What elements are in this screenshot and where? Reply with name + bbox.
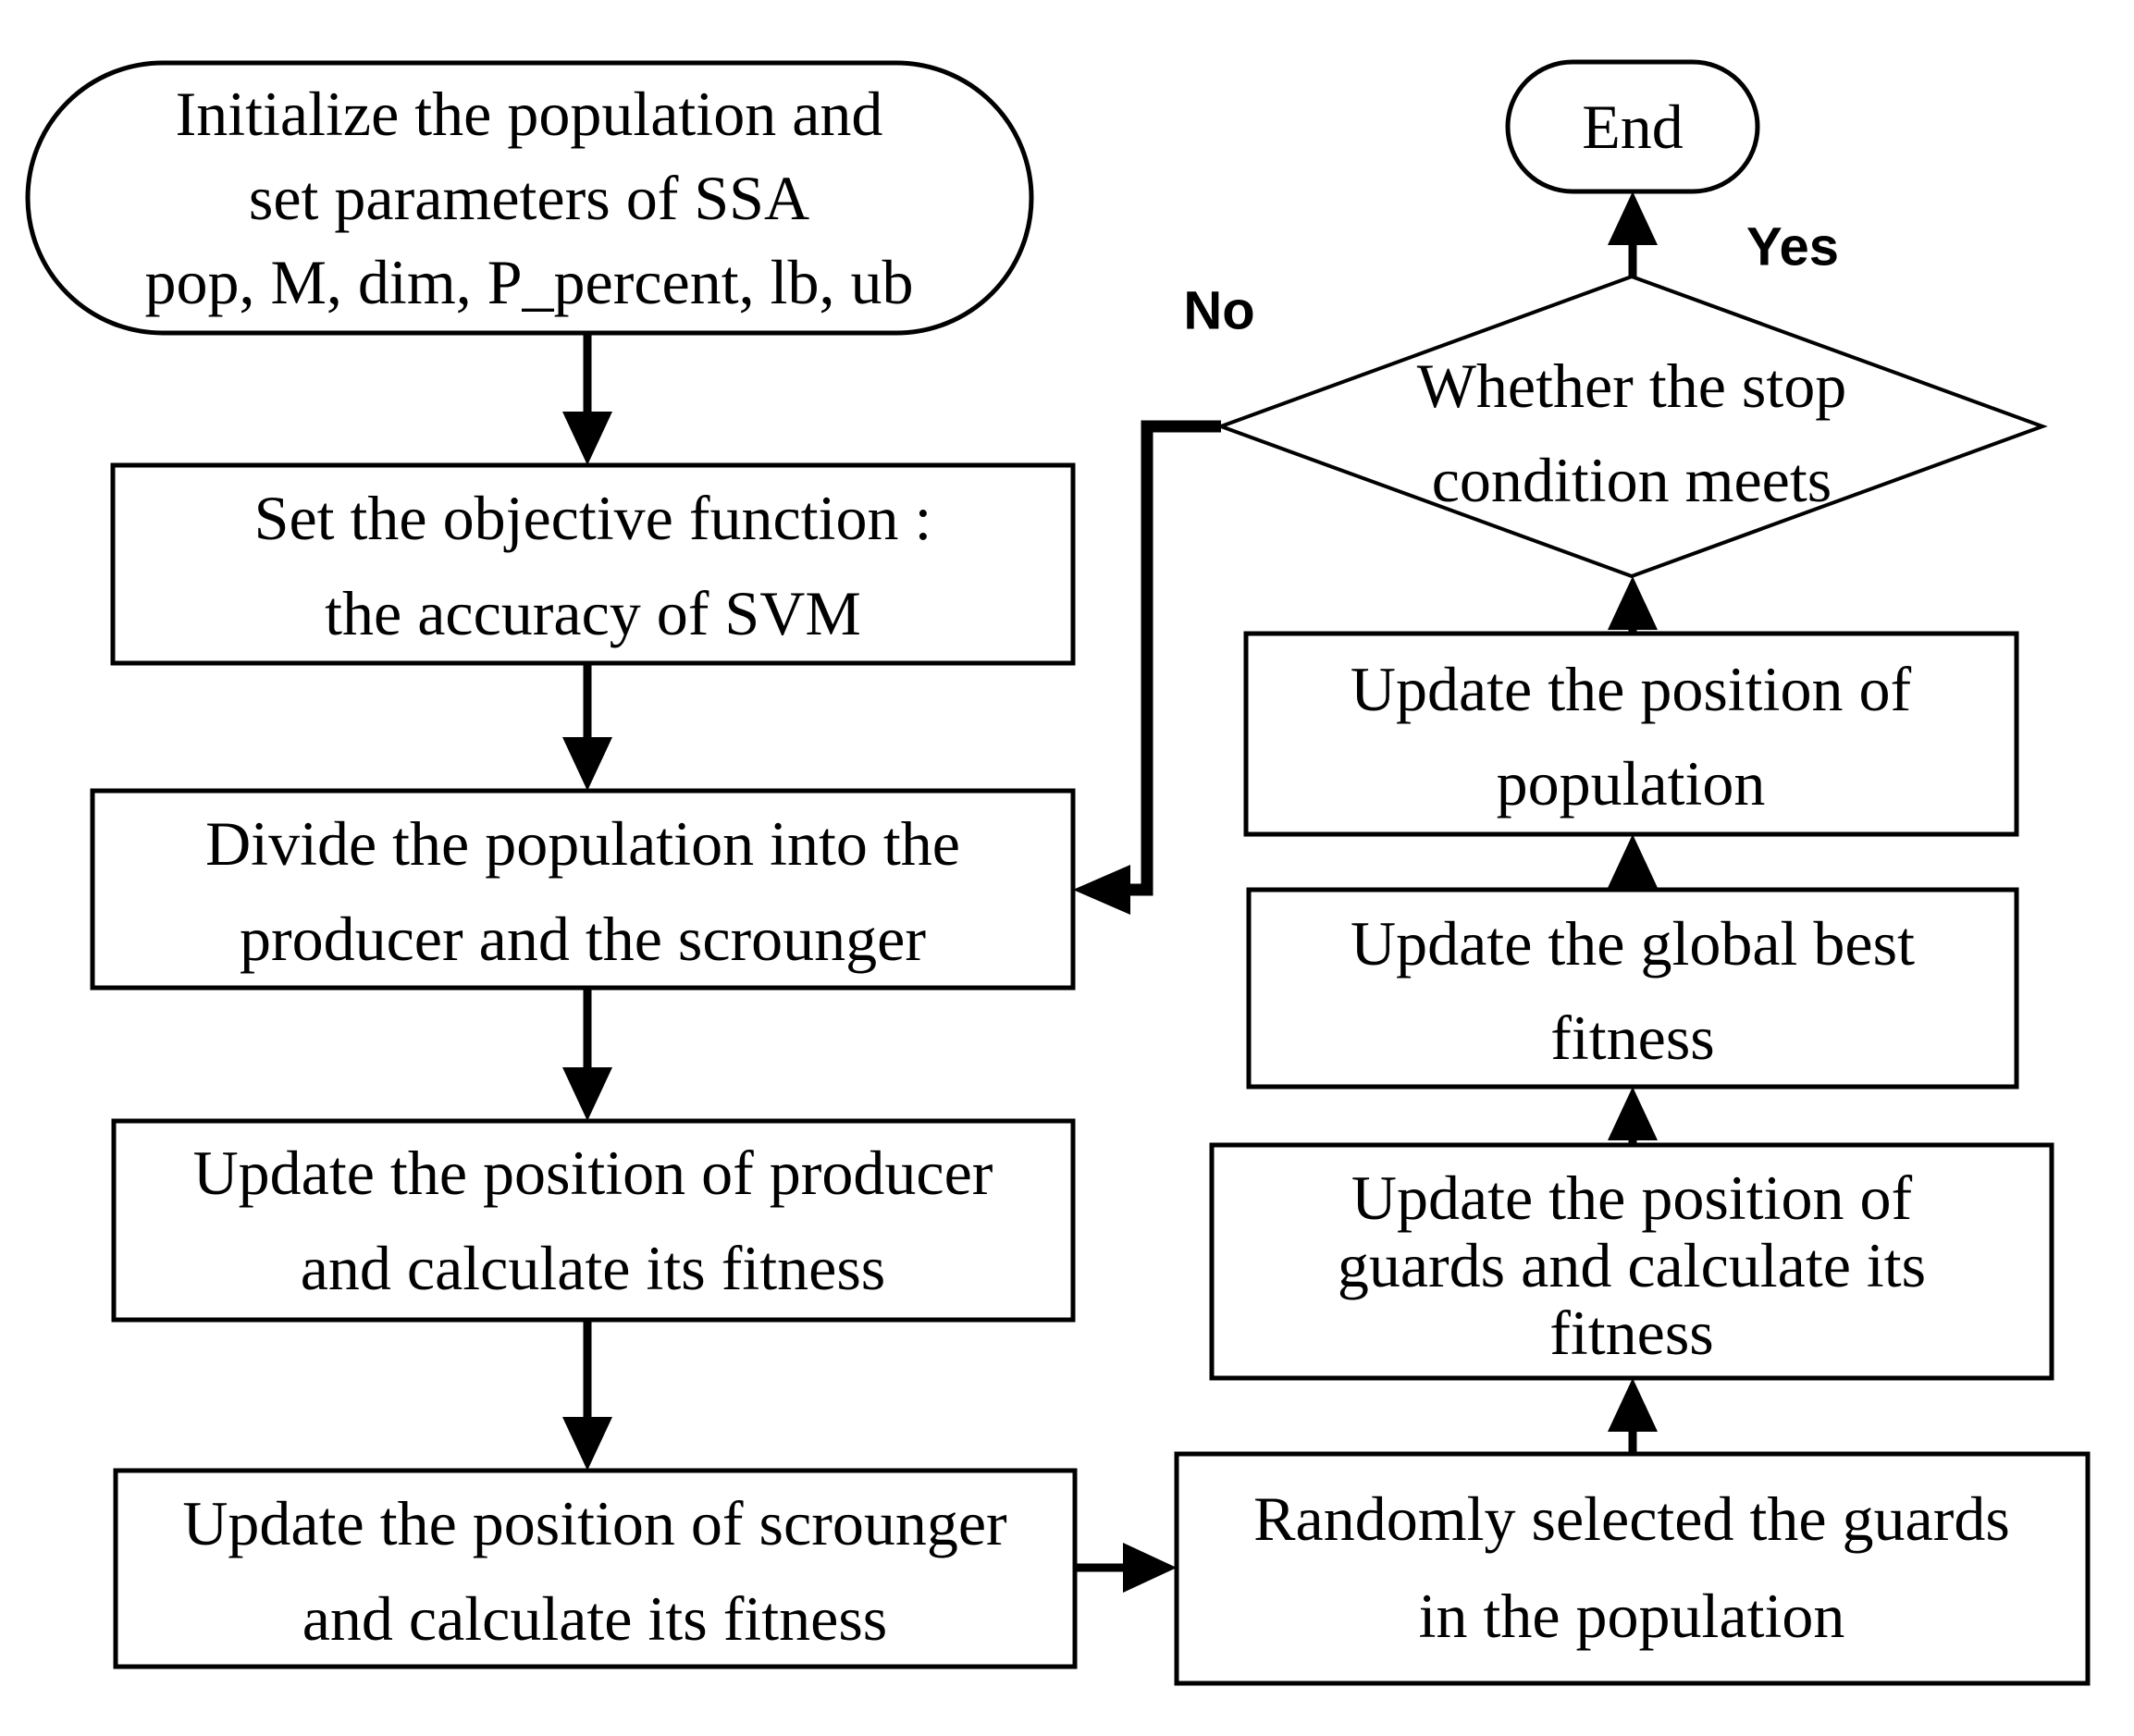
- process-divide-population: Divide the population into the producer …: [90, 788, 1076, 991]
- process-randomly-select-guards: Randomly selected the guards in the popu…: [1174, 1451, 2091, 1686]
- svg-text:End: End: [1582, 92, 1684, 162]
- svg-text:fitness: fitness: [1550, 1003, 1715, 1073]
- start-terminator-shape: [25, 60, 1034, 336]
- arrow-divide-to-producer: [562, 986, 612, 1121]
- process-update-population: Update the position of population: [1243, 631, 2019, 837]
- svg-text:and calculate its fitness: and calculate its fitness: [302, 1583, 888, 1654]
- process-update-scrounger-shape: [113, 1468, 1078, 1669]
- arrow-population-to-decision: [1608, 576, 1658, 635]
- process-update-guards: Update the position of guards and calcul…: [1209, 1142, 2054, 1381]
- process-update-producer-shape: [111, 1118, 1076, 1323]
- svg-text:Divide the population into the: Divide the population into the: [205, 808, 960, 879]
- process-divide-population-shape: [90, 788, 1076, 991]
- process-update-producer: Update the position of producer and calc…: [111, 1118, 1076, 1323]
- arrow-global-best-to-population: [1608, 834, 1658, 890]
- process-update-guards-shape: [1209, 1142, 2054, 1381]
- svg-text:producer and the scrounger: producer and the scrounger: [240, 904, 926, 974]
- process-update-population-shape: [1243, 631, 2019, 837]
- arrow-scrounger-to-randomly: [1075, 1543, 1177, 1593]
- svg-text:Update the position of: Update the position of: [1351, 654, 1912, 724]
- arrow-guards-to-global-best: [1608, 1087, 1658, 1145]
- svg-text:pop, M, dim, P_percent, lb, ub: pop, M, dim, P_percent, lb, ub: [144, 247, 913, 317]
- svg-text:set parameters of SSA: set parameters of SSA: [249, 163, 809, 233]
- arrow-randomly-to-guards: [1608, 1378, 1658, 1454]
- start-terminator: Initialize the population and set parame…: [25, 60, 1034, 336]
- end-terminator: End: [1505, 59, 1760, 194]
- process-set-objective: Set the objective function : the accurac…: [110, 462, 1076, 666]
- svg-text:guards and calculate its: guards and calculate its: [1338, 1230, 1926, 1300]
- decision-stop-condition: Whether the stop condition meets: [1215, 274, 2048, 579]
- end-terminator-shape: [1505, 59, 1760, 194]
- svg-text:and calculate its fitness: and calculate its fitness: [301, 1233, 886, 1303]
- arrow-decision-yes-to-end: [1608, 191, 1658, 277]
- svg-text:Initialize the population and: Initialize the population and: [176, 79, 883, 149]
- arrow-decision-no-to-divide: [1073, 420, 1221, 915]
- process-update-scrounger: Update the position of scrounger and cal…: [113, 1468, 1078, 1669]
- svg-text:condition meets: condition meets: [1432, 445, 1832, 515]
- arrow-producer-to-scrounger: [562, 1318, 612, 1471]
- edge-label-yes: Yes: [1746, 217, 1839, 277]
- arrow-init-to-objective: [562, 331, 612, 465]
- process-update-global-best: Update the global best fitness: [1246, 887, 2019, 1090]
- svg-text:Randomly selected the guards: Randomly selected the guards: [1253, 1484, 2010, 1554]
- svg-text:population: population: [1497, 748, 1766, 819]
- process-update-global-best-shape: [1246, 887, 2019, 1090]
- svg-text:in the population: in the population: [1419, 1581, 1845, 1651]
- edge-label-no: No: [1183, 281, 1254, 341]
- svg-text:Update the global best: Update the global best: [1351, 908, 1915, 979]
- process-randomly-select-guards-shape: [1174, 1451, 2091, 1686]
- process-set-objective-shape: [110, 462, 1076, 666]
- svg-text:Update the position of scroung: Update the position of scrounger: [182, 1488, 1007, 1558]
- svg-text:the accuracy of SVM: the accuracy of SVM: [325, 578, 861, 648]
- decision-stop-condition-shape: [1215, 274, 2048, 579]
- svg-text:Update the position of: Update the position of: [1351, 1163, 1913, 1233]
- svg-text:Update the position of produce: Update the position of producer: [193, 1138, 993, 1208]
- arrow-objective-to-divide: [562, 661, 612, 791]
- svg-text:fitness: fitness: [1549, 1298, 1714, 1368]
- svg-text:Set the objective function :: Set the objective function :: [254, 483, 932, 553]
- svg-text:Whether the stop: Whether the stop: [1417, 351, 1847, 421]
